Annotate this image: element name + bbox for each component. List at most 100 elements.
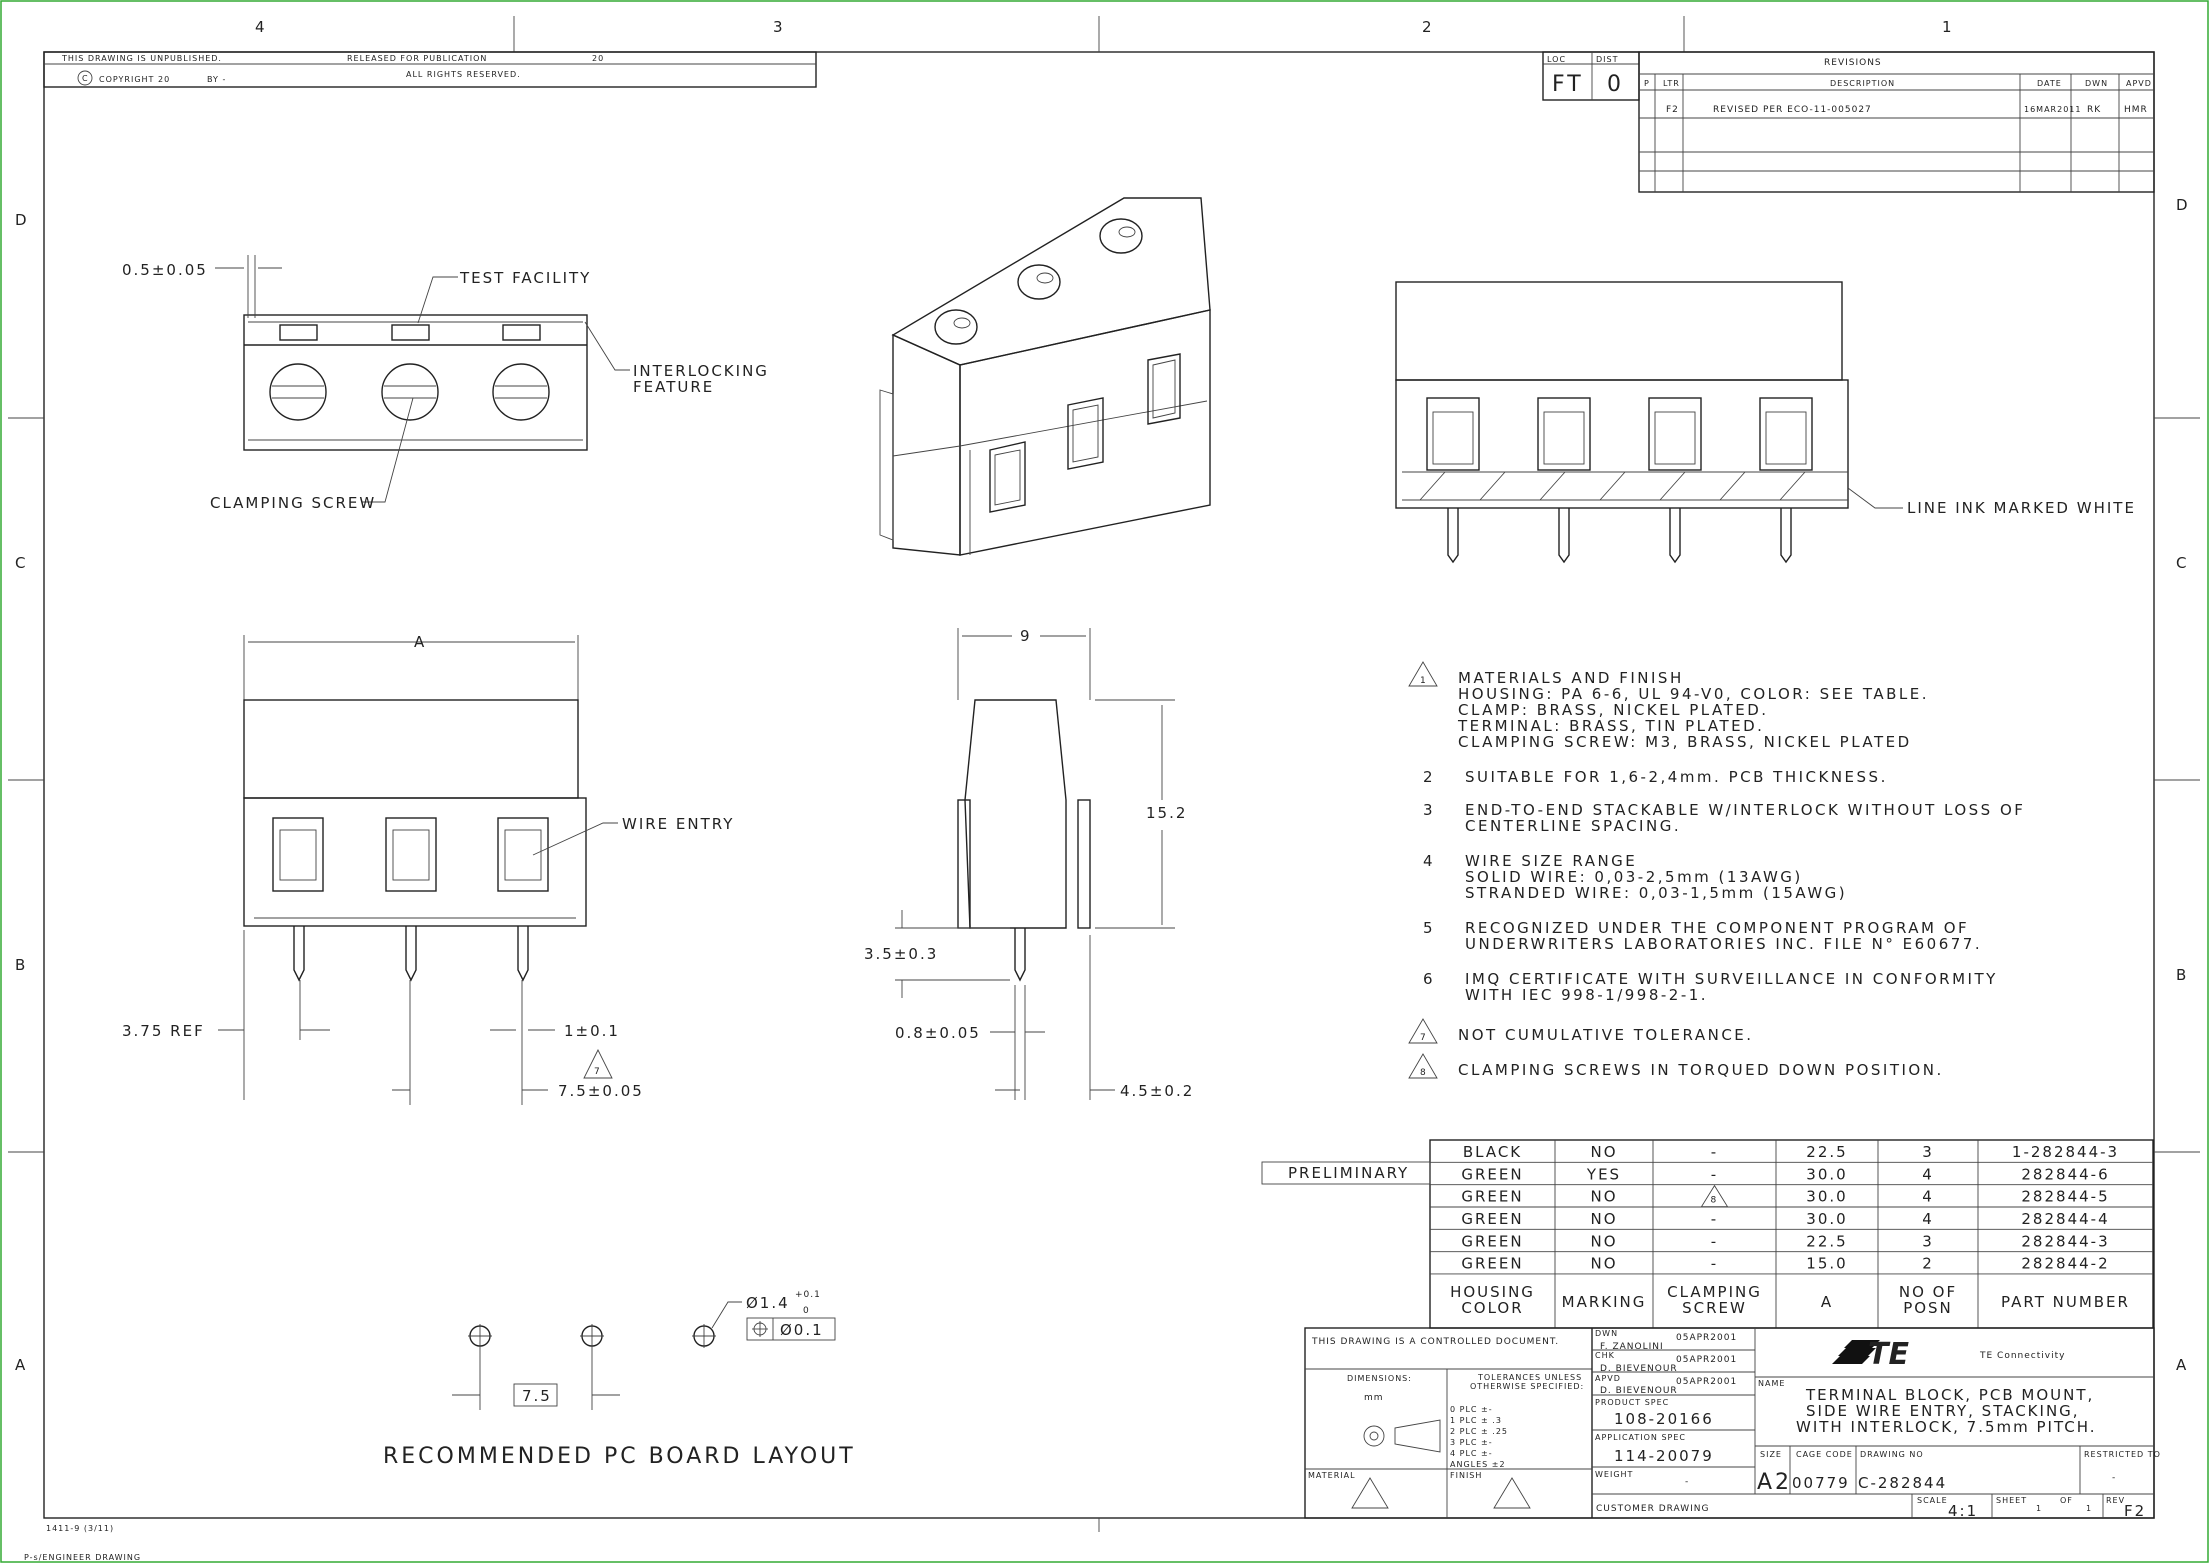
dim-152-label: 15.2 xyxy=(1146,804,1187,822)
rev-row-apvd: HMR xyxy=(2124,105,2148,115)
rev-col-apvd: APVD xyxy=(2126,79,2152,88)
front-view-4pos: LINE INK MARKED WHITE xyxy=(1395,281,2136,564)
app-spec-label: APPLICATION SPEC xyxy=(1595,1433,1686,1442)
rev-row-ltr: F2 xyxy=(1666,105,1679,115)
rev-col-p: P xyxy=(1644,79,1650,88)
table-header: COLOR xyxy=(1461,1299,1523,1317)
loc-value: FT xyxy=(1552,72,1584,97)
apvd-name: D. BIEVENOUR xyxy=(1600,1386,1678,1396)
zone-col-2: 2 xyxy=(1422,18,1434,36)
table-cell: 22.5 xyxy=(1806,1143,1847,1161)
material-label: MATERIAL xyxy=(1308,1471,1356,1480)
table-cell: - xyxy=(1711,1232,1718,1250)
table-header: MARKING xyxy=(1562,1293,1647,1311)
isometric-view xyxy=(879,197,1211,556)
title-block: THIS DRAWING IS A CONTROLLED DOCUMENT. D… xyxy=(1304,1327,2161,1520)
company-name: TE Connectivity xyxy=(1979,1351,2065,1361)
dwn-date: 05APR2001 xyxy=(1676,1333,1737,1343)
wire-entry-port xyxy=(272,817,324,892)
product-spec-value: 108-20166 xyxy=(1614,1410,1714,1428)
note-flag-triangle xyxy=(1408,661,1438,687)
svg-text:C: C xyxy=(82,74,89,83)
table-header: PART NUMBER xyxy=(2001,1293,2130,1311)
note-line: HOUSING: PA 6-6, UL 94-V0, COLOR: SEE TA… xyxy=(1458,685,1929,703)
restricted-label: RESTRICTED TO xyxy=(2084,1450,2161,1459)
pcb-pin xyxy=(1558,508,1570,564)
apvd-label: APVD xyxy=(1595,1374,1621,1383)
revisions-table: REVISIONS P LTR DESCRIPTION DATE DWN APV… xyxy=(1638,51,2155,193)
note-line: IMQ CERTIFICATE WITH SURVEILLANCE IN CON… xyxy=(1465,970,1998,988)
of-label: OF xyxy=(2060,1496,2073,1505)
table-cell: 30.0 xyxy=(1806,1165,1847,1183)
part-name-line-3: WITH INTERLOCK, 7.5mm PITCH. xyxy=(1796,1418,2097,1436)
tol-label-2: OTHERWISE SPECIFIED: xyxy=(1470,1382,1584,1391)
dwn-label: DWN xyxy=(1595,1329,1618,1338)
chk-name: D. BIEVENOUR xyxy=(1600,1364,1678,1374)
size-value: A2 xyxy=(1757,1470,1792,1495)
dim-08-label: 0.8±0.05 xyxy=(895,1024,981,1042)
finish-flag xyxy=(1493,1477,1531,1509)
top-view: 0.5±0.05 TEST FACILITY INTERLOCKING FEAT… xyxy=(122,255,769,512)
tolerance-row: 4 PLC ±- xyxy=(1450,1449,1493,1458)
table-cell: NO xyxy=(1590,1232,1617,1250)
wire-entry-label: WIRE ENTRY xyxy=(622,815,734,833)
note-line: WIRE SIZE RANGE xyxy=(1465,852,1637,870)
table-cell: 1-282844-3 xyxy=(2012,1143,2119,1161)
test-facility-slot xyxy=(502,324,541,341)
table-header: NO OF xyxy=(1899,1283,1957,1301)
wire-entry-port xyxy=(1537,397,1591,471)
pc-board-layout: 7.5 Ø1.4 +0.1 0 Ø0.1 RECOMMENDED PC BOAR… xyxy=(383,1290,853,1469)
customer-drawing-label: CUSTOMER DRAWING xyxy=(1596,1504,1709,1514)
zone-row-c: C xyxy=(15,554,27,572)
table-cell: 282844-6 xyxy=(2021,1165,2109,1183)
note-number: 7 xyxy=(1420,1033,1427,1043)
table-cell: 15.0 xyxy=(1806,1255,1847,1273)
zone-row-b: B xyxy=(15,956,27,974)
table-cell: GREEN xyxy=(1461,1210,1523,1228)
table-cell: 4 xyxy=(1922,1165,1934,1183)
pcb-pin xyxy=(517,926,529,982)
side-view: 9 15.2 3.5±0.3 0.8±0.05 4.5±0.2 xyxy=(864,627,1192,1100)
table-cell: NO xyxy=(1590,1143,1617,1161)
zone-col-4: 4 xyxy=(255,18,267,36)
test-facility-slot xyxy=(279,324,318,341)
table-cell: NO xyxy=(1590,1255,1617,1273)
tolerance-05-label: 0.5±0.05 xyxy=(122,261,208,279)
app-spec-value: 114-20079 xyxy=(1614,1447,1714,1465)
note-number: 6 xyxy=(1423,970,1435,988)
test-facility-slot xyxy=(391,324,430,341)
apvd-date: 05APR2001 xyxy=(1676,1377,1737,1387)
line-ink-label: LINE INK MARKED WHITE xyxy=(1907,499,2136,517)
part-name-line-1: TERMINAL BLOCK, PCB MOUNT, xyxy=(1805,1386,2094,1404)
wire-entry-port xyxy=(497,817,549,892)
table-cell: - xyxy=(1711,1165,1718,1183)
tolerance-row: ANGLES ±2 xyxy=(1450,1460,1506,1469)
interlocking-label-2: FEATURE xyxy=(633,378,714,396)
table-cell: 282844-2 xyxy=(2021,1255,2109,1273)
part-name-line-2: SIDE WIRE ENTRY, STACKING, xyxy=(1806,1402,2080,1420)
rev-row-dwn: RK xyxy=(2087,105,2101,115)
wire-entry-port xyxy=(1759,397,1813,471)
note-number: 1 xyxy=(1420,676,1427,686)
revisions-title: REVISIONS xyxy=(1824,58,1882,68)
scale-value: 4:1 xyxy=(1948,1502,1978,1520)
dim-9-label: 9 xyxy=(1020,627,1032,645)
clamping-screw xyxy=(269,363,327,421)
note-line: MATERIALS AND FINISH xyxy=(1458,669,1684,687)
loc-dist-box: LOC DIST FT 0 xyxy=(1542,51,1640,101)
note-line: UNDERWRITERS LABORATORIES INC. FILE N° E… xyxy=(1465,935,1982,953)
note-number: 3 xyxy=(1423,801,1435,819)
interlocking-label: INTERLOCKING xyxy=(633,362,769,380)
iso-screw-hole xyxy=(934,309,978,345)
table-cell: 4 xyxy=(1922,1188,1934,1206)
pcb-pin xyxy=(1447,508,1459,564)
pcb-pin xyxy=(293,926,305,982)
tolerance-row: 3 PLC ±- xyxy=(1450,1438,1493,1447)
weight-label: WEIGHT xyxy=(1595,1470,1633,1479)
iso-screw-hole xyxy=(1017,264,1061,300)
controlled-doc-text: THIS DRAWING IS A CONTROLLED DOCUMENT. xyxy=(1311,1337,1559,1347)
rights-text: ALL RIGHTS RESERVED. xyxy=(406,70,521,79)
